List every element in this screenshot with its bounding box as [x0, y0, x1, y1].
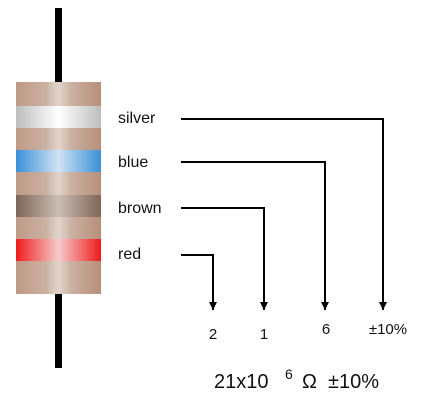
connector-brown: [181, 207, 268, 310]
connector-red: [181, 254, 217, 310]
band-brown: [16, 195, 101, 217]
result-exponent: 6: [285, 366, 293, 382]
label-red: red: [118, 246, 141, 263]
band-blue: [16, 150, 101, 172]
band-red: [16, 239, 101, 261]
connector-blue: [181, 161, 329, 310]
digit-silver: ±10%: [369, 321, 407, 338]
result-unit: Ω: [302, 371, 317, 393]
label-blue: blue: [118, 154, 148, 171]
result-base: 21x10: [214, 371, 269, 393]
label-brown: brown: [118, 200, 162, 217]
resistance-result: 21x10 6 Ω ±10%: [214, 366, 379, 393]
digit-red: 2: [209, 326, 217, 343]
connector-silver: [181, 118, 387, 310]
digit-blue: 6: [322, 321, 330, 338]
label-silver: silver: [118, 110, 156, 127]
digit-brown: 1: [260, 326, 268, 343]
band-silver: [16, 106, 101, 128]
result-tolerance: ±10%: [328, 371, 379, 393]
